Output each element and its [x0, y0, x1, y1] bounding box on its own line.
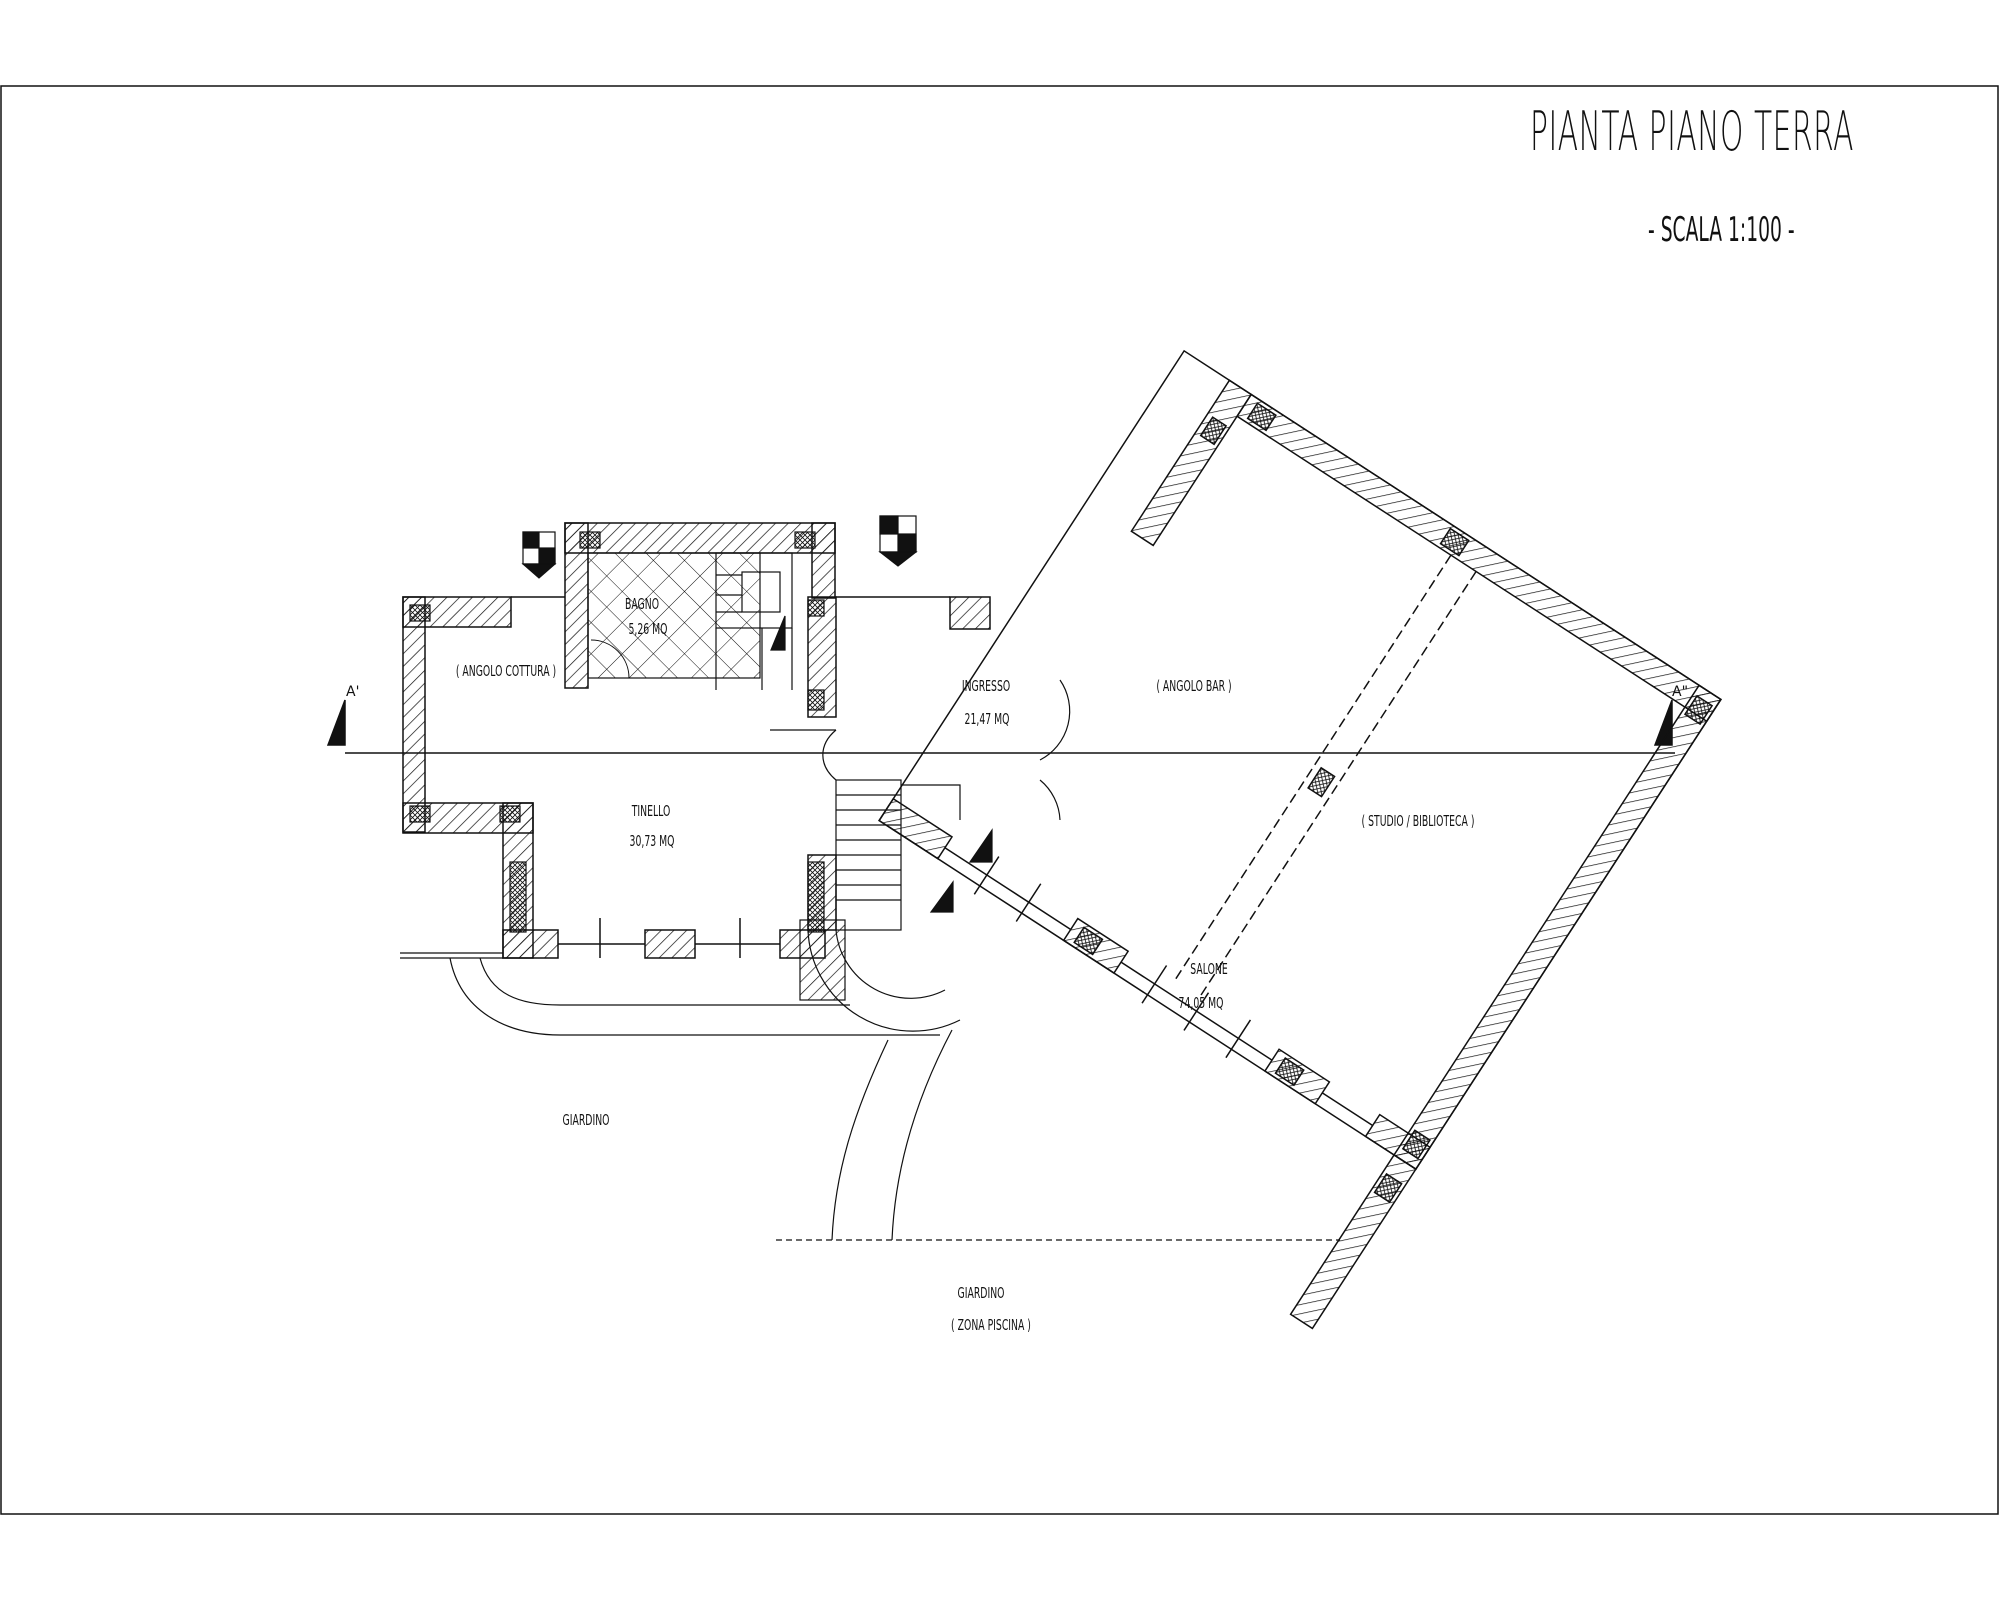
giardino-piscina-label: GIARDINO — [958, 1284, 1005, 1302]
bagno-area: 5,26 MQ — [629, 620, 668, 638]
tinello-area-group: 30,73 MQ — [630, 832, 675, 850]
drawing-scale: - SCALA 1:100 - — [1648, 210, 1795, 250]
salone-label-group: SALONE — [1190, 960, 1227, 978]
tinello-area: 30,73 MQ — [630, 832, 675, 850]
drawing-title: PIANTA PIANO TERRA — [1530, 100, 1855, 163]
angolo-bar-label: ( ANGOLO BAR ) — [1156, 677, 1231, 695]
view-marker-right — [878, 515, 918, 567]
salone-area: 74,05 MQ — [1179, 994, 1224, 1012]
bagno-floor — [587, 552, 761, 679]
bagno-name: BAGNO — [625, 595, 659, 613]
east-wing — [878, 349, 1722, 1330]
giardino-piscina-group: GIARDINO — [958, 1284, 1005, 1302]
bagno-area-group: 5,26 MQ — [629, 620, 668, 638]
view-marker-left — [521, 531, 557, 579]
section-mark-left: A' — [346, 684, 359, 700]
ingresso-name: INGRESSO — [962, 677, 1010, 695]
salone-name: SALONE — [1190, 960, 1227, 978]
salone-area-group: 74,05 MQ — [1179, 994, 1224, 1012]
upper-stair — [715, 552, 793, 690]
zona-piscina-note: ( ZONA PISCINA ) — [951, 1316, 1031, 1334]
ingresso-label-group: INGRESSO — [962, 677, 1010, 695]
giardino-group: GIARDINO — [563, 1111, 610, 1129]
ingresso-area-group: 21,47 MQ — [965, 710, 1010, 728]
studio-group: ( STUDIO / BIBLIOTECA ) — [1362, 812, 1475, 830]
bagno-door — [590, 639, 630, 679]
bagno-label-group: BAGNO — [625, 595, 659, 613]
zona-piscina-group: ( ZONA PISCINA ) — [951, 1316, 1031, 1334]
ingresso-area: 21,47 MQ — [965, 710, 1010, 728]
angolo-cottura-label: ( ANGOLO COTTURA ) — [456, 662, 556, 680]
angolo-cottura-group: ( ANGOLO COTTURA ) — [456, 662, 556, 680]
sheet-border — [0, 85, 1999, 1515]
entrance-door — [1039, 679, 1071, 821]
angolo-bar-group: ( ANGOLO BAR ) — [1156, 677, 1231, 695]
tinello-label-group: TINELLO — [631, 802, 670, 820]
tinello-name: TINELLO — [631, 802, 670, 820]
giardino-label: GIARDINO — [563, 1111, 610, 1129]
studio-label: ( STUDIO / BIBLIOTECA ) — [1362, 812, 1475, 830]
curved-wall — [799, 919, 846, 1001]
terrace-outline — [400, 952, 940, 1036]
garden-path — [776, 1029, 1340, 1241]
